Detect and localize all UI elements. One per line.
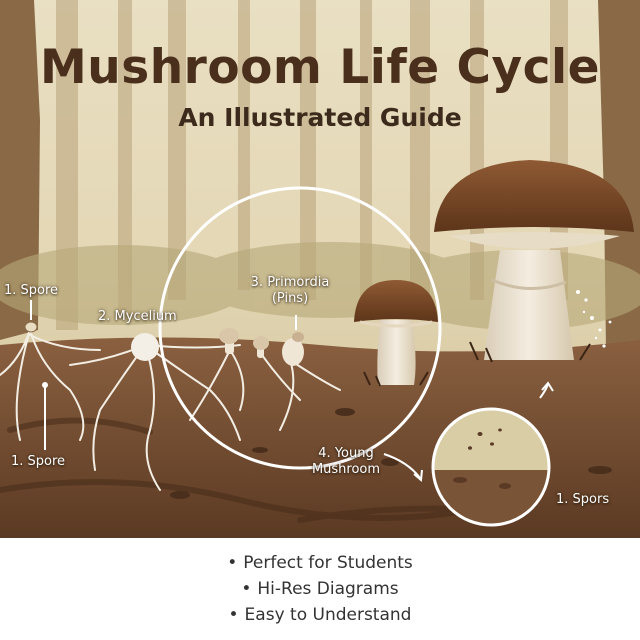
spore-dust: [576, 290, 612, 348]
label-primordia: 3. Primordia (Pins): [238, 275, 342, 307]
label-spors: 1. Spors: [556, 492, 610, 507]
primordia-pins: [219, 328, 304, 366]
cycle-circle: [158, 186, 442, 470]
features-panel: •Perfect for Students •Hi-Res Diagrams •…: [0, 538, 640, 640]
page-title: Mushroom Life Cycle: [40, 40, 600, 95]
feature-item: •Perfect for Students: [0, 550, 640, 576]
label-spore-bottom: 1. Spore: [11, 454, 66, 469]
label-young-line1: 4. Young: [318, 446, 374, 461]
spore-seed: [24, 321, 38, 333]
feature-list: •Perfect for Students •Hi-Res Diagrams •…: [0, 550, 640, 628]
label-spore-top: 1. Spore: [4, 283, 59, 298]
label-young-line2: Mushroom: [311, 462, 381, 477]
label-primordia-line2: (Pins): [271, 291, 309, 306]
feature-item: •Hi-Res Diagrams: [0, 576, 640, 602]
feature-item: •Easy to Understand: [0, 602, 640, 628]
feature-text: Easy to Understand: [244, 605, 412, 625]
forest-floor: [0, 337, 640, 538]
ground-pebbles: [170, 408, 612, 499]
bullet-icon: •: [227, 553, 238, 573]
bullet-icon: •: [241, 579, 252, 599]
label-young-mushroom: 4. Young Mushroom: [304, 446, 388, 478]
mature-mushroom: [434, 160, 634, 363]
young-mushroom: [354, 280, 438, 387]
bullet-icon: •: [228, 605, 239, 625]
label-primordia-line1: 3. Primordia: [250, 275, 330, 290]
mycelium-network: [0, 329, 341, 491]
mycelium-ball: [131, 333, 159, 361]
feature-text: Hi-Res Diagrams: [257, 579, 399, 599]
cycle-arrows: [30, 300, 554, 483]
label-mycelium: 2. Mycelium: [98, 309, 177, 324]
page-subtitle: An Illustrated Guide: [178, 103, 462, 132]
forest-illustration: [0, 0, 640, 538]
feature-text: Perfect for Students: [243, 553, 413, 573]
spore-pointer-dot: [42, 382, 48, 388]
